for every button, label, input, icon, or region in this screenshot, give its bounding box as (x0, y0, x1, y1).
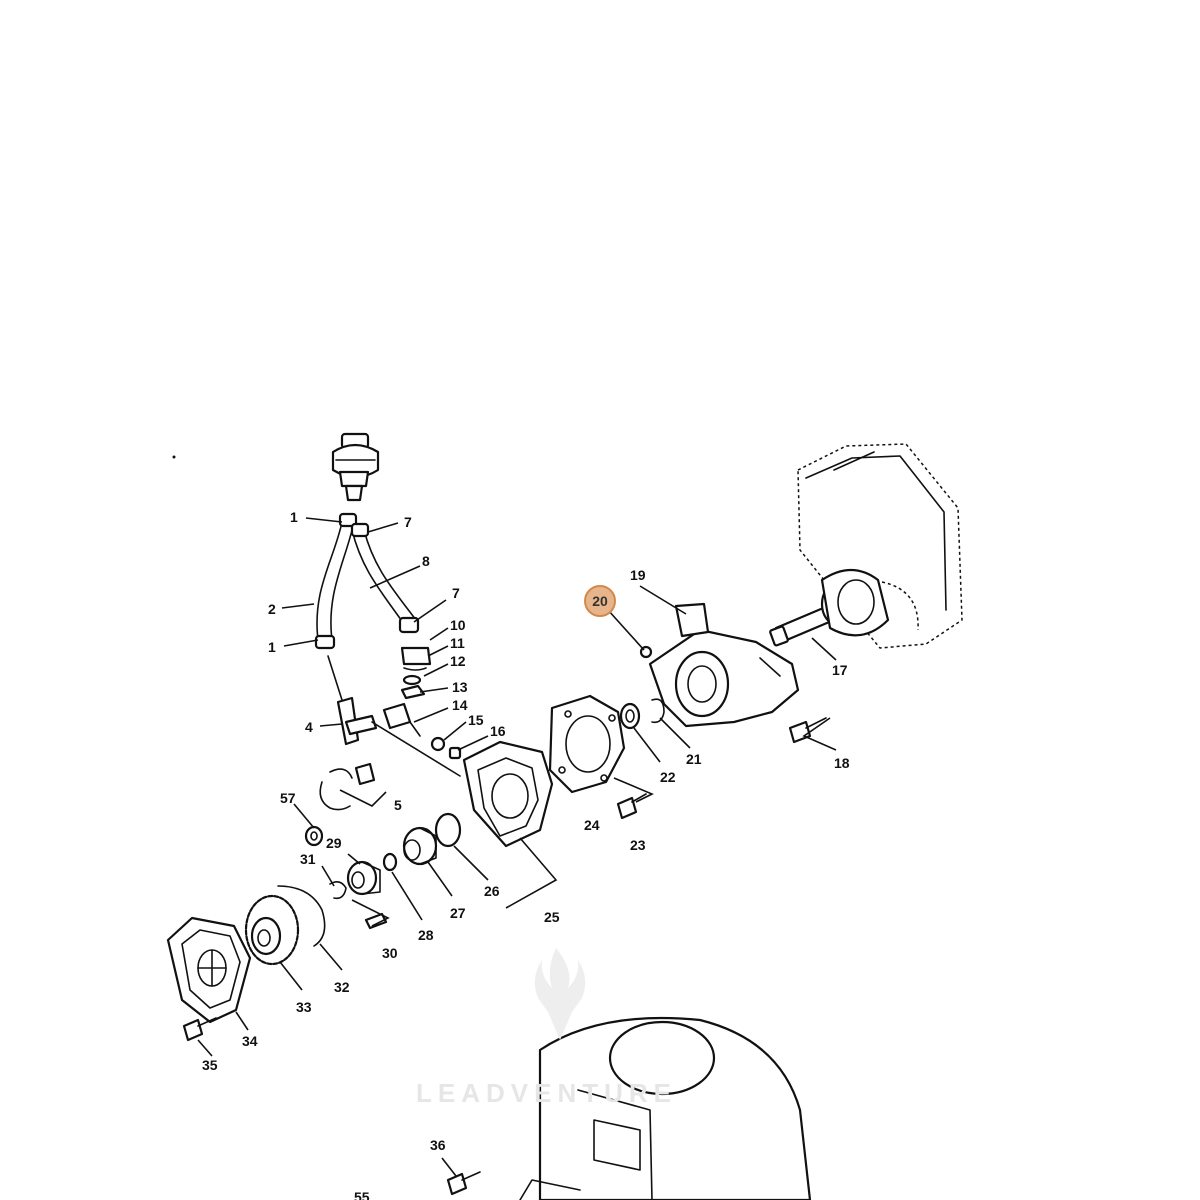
gear-case-housing-part (462, 740, 554, 848)
callout-26[interactable]: 26 (484, 883, 500, 899)
washer-part (619, 702, 641, 730)
engine-shroud-part (797, 443, 963, 649)
speck (172, 455, 176, 459)
fuel-hose-left-part (314, 512, 358, 650)
t-joint-part (319, 655, 461, 811)
callout-29[interactable]: 29 (326, 835, 342, 851)
key-part (364, 912, 388, 930)
watermark-text: LEADVENTURE (416, 1078, 677, 1108)
callout-1a[interactable]: 1 (290, 509, 298, 525)
o-ring-part (434, 812, 462, 848)
callout-57[interactable]: 57 (280, 790, 296, 806)
callout-55[interactable]: 55 (354, 1189, 370, 1200)
callout-30[interactable]: 30 (382, 945, 398, 961)
callout-16[interactable]: 16 (490, 723, 506, 739)
primer-pump-part (331, 432, 380, 502)
callout-25[interactable]: 25 (544, 909, 560, 925)
highlight-circle (584, 585, 616, 617)
callout-11[interactable]: 11 (450, 635, 465, 651)
callout-21[interactable]: 21 (686, 751, 702, 767)
callout-36[interactable]: 36 (430, 1137, 446, 1153)
callout-20: 20 (592, 593, 608, 609)
callout-12[interactable]: 12 (450, 653, 466, 669)
callout-17[interactable]: 17 (832, 662, 848, 678)
callout-19[interactable]: 19 (630, 567, 646, 583)
gear-part (244, 885, 326, 966)
callout-32[interactable]: 32 (334, 979, 350, 995)
callout-28[interactable]: 28 (418, 927, 434, 943)
bolt-part (446, 1171, 481, 1196)
watermark: LEADVENTURE (416, 948, 677, 1108)
callout-labels: 1 1 2 4 5 7 7 8 10 11 12 13 14 15 16 17 … (202, 509, 850, 1200)
screw-part (182, 1017, 217, 1042)
bolt-part (616, 793, 647, 820)
callout-7a[interactable]: 7 (404, 514, 412, 530)
callout-14[interactable]: 14 (452, 697, 468, 713)
gasket-part (548, 694, 626, 794)
fuel-hose-right-part (350, 522, 420, 634)
callout-1b[interactable]: 1 (268, 639, 276, 655)
gear-cover-part (166, 916, 252, 1024)
highlighted-callout-20[interactable]: 20 (584, 585, 616, 617)
callout-2[interactable]: 2 (268, 601, 276, 617)
callout-24[interactable]: 24 (584, 817, 600, 833)
callout-22[interactable]: 22 (660, 769, 676, 785)
collar-part (346, 860, 381, 896)
hose-fitting-part (400, 646, 432, 700)
callout-31[interactable]: 31 (300, 851, 316, 867)
clutch-housing-part (639, 602, 800, 728)
callout-15[interactable]: 15 (468, 712, 484, 728)
leader-lines (197, 517, 837, 1177)
callout-18[interactable]: 18 (834, 755, 850, 771)
bearing-part (402, 826, 438, 866)
circlip-part (651, 698, 665, 724)
callout-4[interactable]: 4 (305, 719, 313, 735)
callout-8[interactable]: 8 (422, 553, 430, 569)
washer-part (304, 825, 324, 847)
callout-35[interactable]: 35 (202, 1057, 218, 1073)
callout-34[interactable]: 34 (242, 1033, 258, 1049)
callout-13[interactable]: 13 (452, 679, 468, 695)
connector-part (382, 702, 462, 760)
callout-5[interactable]: 5 (394, 797, 402, 813)
callout-7b[interactable]: 7 (452, 585, 460, 601)
watermark-flame-logo (534, 948, 586, 1040)
callout-33[interactable]: 33 (296, 999, 312, 1015)
callout-23[interactable]: 23 (630, 837, 646, 853)
spacer-part (382, 852, 398, 872)
handle-assembly-part (519, 1016, 812, 1200)
circlip-part (329, 880, 347, 900)
callout-10[interactable]: 10 (450, 617, 466, 633)
callout-27[interactable]: 27 (450, 905, 466, 921)
